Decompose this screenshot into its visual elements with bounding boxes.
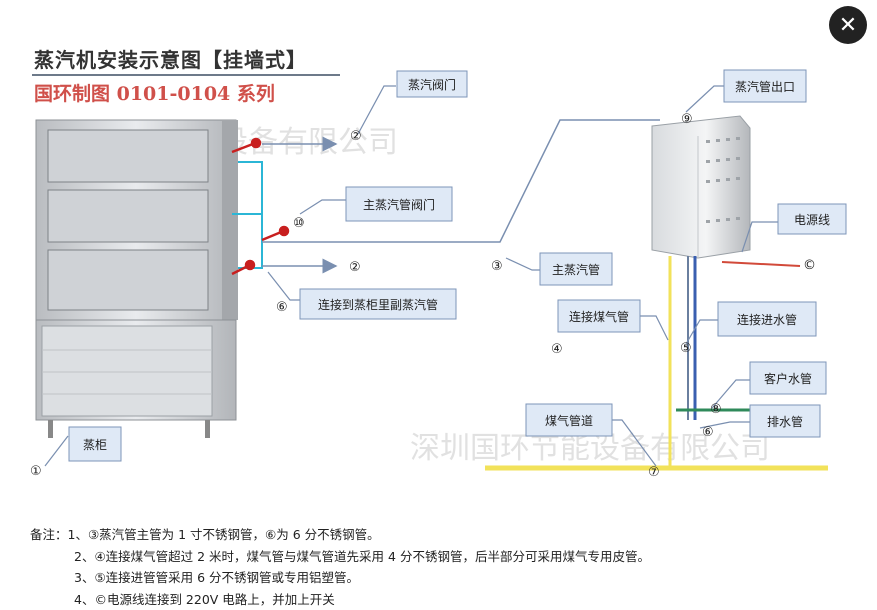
svg-text:蒸柜: 蒸柜 xyxy=(83,438,107,452)
marker-6-drain: ⑥ xyxy=(702,425,714,440)
notes-block: 备注：1、③蒸汽管主管为 1 寸不锈钢管，⑥为 6 分不锈钢管。 2、④连接煤气… xyxy=(30,524,650,610)
label-cabinet: 蒸柜 xyxy=(69,427,121,461)
marker-2-top: ② xyxy=(350,129,362,144)
page-subtitle: 国环制图 0101-0104 系列 xyxy=(34,79,275,106)
marker-3: ③ xyxy=(491,259,503,274)
svg-text:连接进水管: 连接进水管 xyxy=(737,312,797,327)
marker-8: ⑧ xyxy=(710,402,722,417)
svg-text:主蒸汽管阀门: 主蒸汽管阀门 xyxy=(363,197,435,212)
power-line xyxy=(722,262,800,266)
marker-9: ⑨ xyxy=(681,112,693,127)
note-line-3: 3、⑤连接进管管采用 6 分不锈钢管或专用铝塑管。 xyxy=(30,567,650,589)
steam-cabinet xyxy=(36,120,238,438)
label-power-line: 电源线 xyxy=(778,204,846,234)
page-title: 蒸汽机安装示意图【挂墙式】 xyxy=(34,44,307,73)
svg-text:主蒸汽管: 主蒸汽管 xyxy=(552,262,600,277)
marker-2-bottom: ② xyxy=(349,260,361,275)
note-line-2: 2、④连接煤气管超过 2 米时，煤气管与煤气管道先采用 4 分不锈钢管，后半部分… xyxy=(30,546,650,568)
note-line-4: 4、©电源线连接到 220V 电路上，并加上开关 xyxy=(30,589,650,610)
title-underline xyxy=(32,74,340,76)
close-icon: ✕ xyxy=(839,13,857,38)
marker-c: © xyxy=(803,258,816,273)
marker-6-cabinet: ⑥ xyxy=(276,300,288,315)
label-main-steam-valve: 主蒸汽管阀门 xyxy=(346,187,452,221)
label-gas-pipeline: 煤气管道 xyxy=(526,404,612,436)
svg-text:连接煤气管: 连接煤气管 xyxy=(569,309,629,324)
marker-4: ④ xyxy=(551,342,563,357)
label-drain: 排水管 xyxy=(750,405,820,437)
label-steam-outlet: 蒸汽管出口 xyxy=(724,70,806,102)
marker-7: ⑦ xyxy=(648,465,660,480)
label-main-steam-pipe: 主蒸汽管 xyxy=(540,253,612,285)
svg-text:电源线: 电源线 xyxy=(794,213,830,227)
close-button[interactable]: ✕ xyxy=(829,6,867,44)
svg-text:排水管: 排水管 xyxy=(767,414,803,429)
label-connect-cabinet-pipe: 连接到蒸柜里副蒸汽管 xyxy=(300,289,456,319)
svg-text:连接到蒸柜里副蒸汽管: 连接到蒸柜里副蒸汽管 xyxy=(318,297,438,312)
label-steam-valve: 蒸汽阀门 xyxy=(397,71,467,97)
svg-text:客户水管: 客户水管 xyxy=(764,371,812,386)
svg-text:蒸汽管出口: 蒸汽管出口 xyxy=(735,79,795,94)
label-gas-connect: 连接煤气管 xyxy=(558,300,640,332)
svg-text:煤气管道: 煤气管道 xyxy=(545,413,593,428)
marker-1: ① xyxy=(30,464,42,479)
label-customer-water: 客户水管 xyxy=(750,362,826,394)
marker-10: ⑩ xyxy=(293,216,305,231)
label-water-inlet: 连接进水管 xyxy=(718,302,816,336)
note-line-1: 备注：1、③蒸汽管主管为 1 寸不锈钢管，⑥为 6 分不锈钢管。 xyxy=(30,524,650,546)
marker-5: ⑤ xyxy=(680,341,692,356)
svg-text:蒸汽阀门: 蒸汽阀门 xyxy=(408,77,456,92)
steam-generator xyxy=(652,116,750,258)
